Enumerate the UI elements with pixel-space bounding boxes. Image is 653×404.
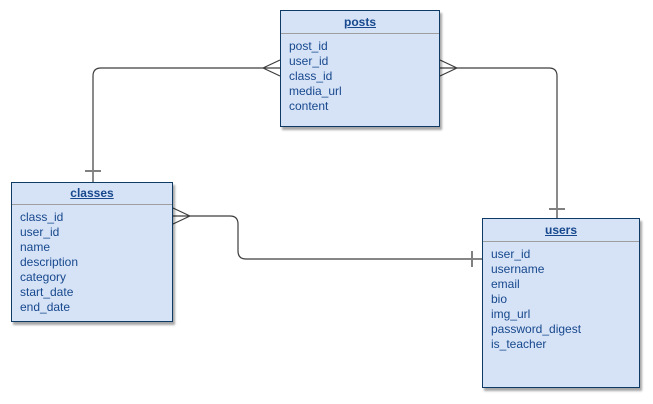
field-content: content (289, 99, 329, 113)
entity-posts-fields: post_id user_id class_id media_url conte… (281, 34, 439, 114)
field-end_date: end_date (20, 300, 71, 314)
field-start_date: start_date (20, 285, 74, 299)
field-user_id: user_id (491, 247, 531, 261)
entity-classes-title: classes (12, 183, 172, 205)
field-name: name (20, 240, 51, 254)
entity-users-fields: user_id username email bio img_url passw… (483, 242, 639, 352)
relationship-users-classes-line[interactable] (190, 215, 482, 260)
entity-users-title: users (483, 219, 639, 242)
crow-foot-icon-classes-right (172, 207, 191, 225)
relationship-users-posts-line[interactable] (457, 67, 558, 218)
relationship-classes-posts-line[interactable] (92, 67, 263, 182)
field-email: email (491, 277, 520, 291)
field-password_digest: password_digest (491, 322, 582, 336)
relationship-users-classes[interactable] (172, 207, 482, 267)
entity-classes-fields: class_id user_id name description catego… (12, 205, 172, 315)
field-category: category (20, 270, 67, 284)
field-img_url: img_url (491, 307, 531, 321)
entity-classes[interactable]: classes class_id user_id name descriptio… (11, 182, 173, 322)
entity-users[interactable]: users user_id username email bio img_url… (482, 218, 640, 388)
entity-posts[interactable]: posts post_id user_id class_id media_url… (280, 10, 440, 127)
entity-posts-title: posts (281, 11, 439, 34)
field-post_id: post_id (289, 39, 328, 53)
field-is_teacher: is_teacher (491, 337, 547, 351)
relationship-classes-posts[interactable] (85, 59, 281, 182)
crow-foot-icon-posts-right (439, 59, 458, 77)
field-bio: bio (491, 292, 508, 306)
field-class_id: class_id (20, 210, 64, 224)
field-user_id: user_id (289, 54, 329, 68)
field-user_id: user_id (20, 225, 60, 239)
field-description: description (20, 255, 79, 269)
field-username: username (491, 262, 545, 276)
field-media_url: media_url (289, 84, 342, 98)
crow-foot-icon-posts-left (262, 59, 281, 77)
field-class_id: class_id (289, 69, 333, 83)
relationship-users-posts[interactable] (439, 59, 565, 218)
